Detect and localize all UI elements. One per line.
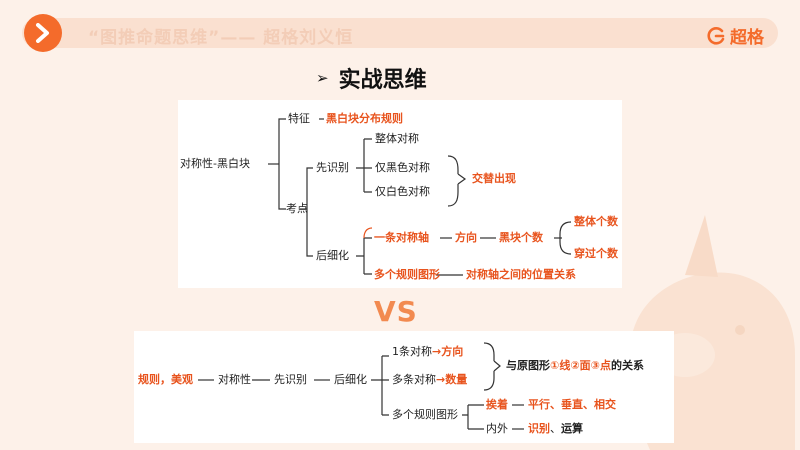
one-axis-arrow: → bbox=[432, 345, 442, 358]
io-red: 识别 bbox=[528, 422, 550, 435]
relation-suffix: 的关系 bbox=[610, 359, 644, 372]
node-adjacent: 挨着 bbox=[486, 398, 508, 411]
node-one-axis-2: 1条对称→方向 bbox=[392, 345, 463, 359]
one-axis-prefix: 1条对称 bbox=[392, 345, 432, 358]
io-black: 运算 bbox=[561, 422, 583, 435]
node-relation: 与原图形①线②面③点的关系 bbox=[506, 359, 644, 373]
node-io-detail: 识别、运算 bbox=[528, 422, 583, 436]
mind-map-2-root: 规则，美观 bbox=[138, 373, 193, 386]
node-one-axis: 一条对称轴 bbox=[374, 231, 429, 244]
mind-map-1-root: 对称性-黑白块 bbox=[180, 157, 250, 170]
node-exam-points: 考点 bbox=[286, 202, 308, 215]
node-multi-figure-2: 多个规则图形 bbox=[392, 408, 458, 421]
node-inside-outside: 内外 bbox=[486, 422, 508, 435]
next-button[interactable] bbox=[24, 14, 62, 52]
relation-red: ①线②面③点 bbox=[550, 359, 611, 372]
node-identify-first: 先识别 bbox=[316, 161, 349, 174]
mind-map-1-connectors bbox=[268, 118, 572, 276]
node-whole-symmetry: 整体对称 bbox=[375, 132, 419, 145]
one-axis-value: 方向 bbox=[441, 345, 464, 358]
io-sep: 、 bbox=[550, 422, 561, 435]
node-black-count: 黑块个数 bbox=[499, 231, 543, 244]
multi-axis-prefix: 多条对称 bbox=[392, 373, 436, 386]
header-title: “图推命题思维”—— 超格刘义恒 bbox=[88, 28, 354, 48]
node-axis-relation: 对称轴之间的位置关系 bbox=[466, 268, 576, 281]
relation-prefix: 与原图形 bbox=[506, 359, 550, 372]
node-direction: 方向 bbox=[455, 231, 477, 244]
node-cross-count: 穿过个数 bbox=[574, 247, 618, 260]
node-feature-value: 黑白块分布规则 bbox=[326, 112, 403, 125]
node-white-only: 仅白色对称 bbox=[375, 185, 430, 198]
multi-axis-arrow: → bbox=[436, 373, 446, 386]
header-background bbox=[22, 18, 778, 48]
node-whole-count: 整体个数 bbox=[574, 215, 618, 228]
mind-map-symmetry-black-white: 对称性-黑白块 特征 黑白块分布规则 考点 先识别 整体对称 仅黑色对称 仅白色… bbox=[178, 100, 622, 288]
node-multi-figure: 多个规则图形 bbox=[374, 268, 440, 281]
brand-logo: 超格 bbox=[706, 23, 764, 48]
mind-map-rules-aesthetics: 规则，美观 对称性 先识别 后细化 1条对称→方向 多条对称→数量 与原图形①线… bbox=[134, 331, 674, 443]
node-feature: 特征 bbox=[288, 112, 310, 125]
node-refine-later: 后细化 bbox=[316, 249, 349, 262]
node-multi-axis: 多条对称→数量 bbox=[392, 373, 467, 387]
multi-axis-value: 数量 bbox=[445, 373, 468, 386]
mind-map-2-connectors bbox=[198, 342, 524, 430]
node-adjacent-items: 平行、垂直、相交 bbox=[528, 398, 616, 411]
logo-mark-icon bbox=[707, 26, 725, 45]
node-alternate: 交替出现 bbox=[472, 172, 516, 185]
node-black-only: 仅黑色对称 bbox=[375, 161, 430, 174]
section-heading: ➢ 实战思维 bbox=[316, 62, 427, 94]
vs-label: VS bbox=[374, 295, 418, 328]
node-refine-later-2: 后细化 bbox=[334, 373, 367, 386]
chevron-right-icon bbox=[36, 23, 49, 43]
node-identify-first-2: 先识别 bbox=[274, 373, 307, 386]
section-heading-text: 实战思维 bbox=[338, 68, 427, 93]
arrow-marker-icon: ➢ bbox=[316, 69, 329, 87]
node-symmetry: 对称性 bbox=[218, 373, 251, 386]
logo-text: 超格 bbox=[730, 28, 764, 48]
header-bar: “图推命题思维”—— 超格刘义恒 超格 bbox=[0, 14, 800, 56]
